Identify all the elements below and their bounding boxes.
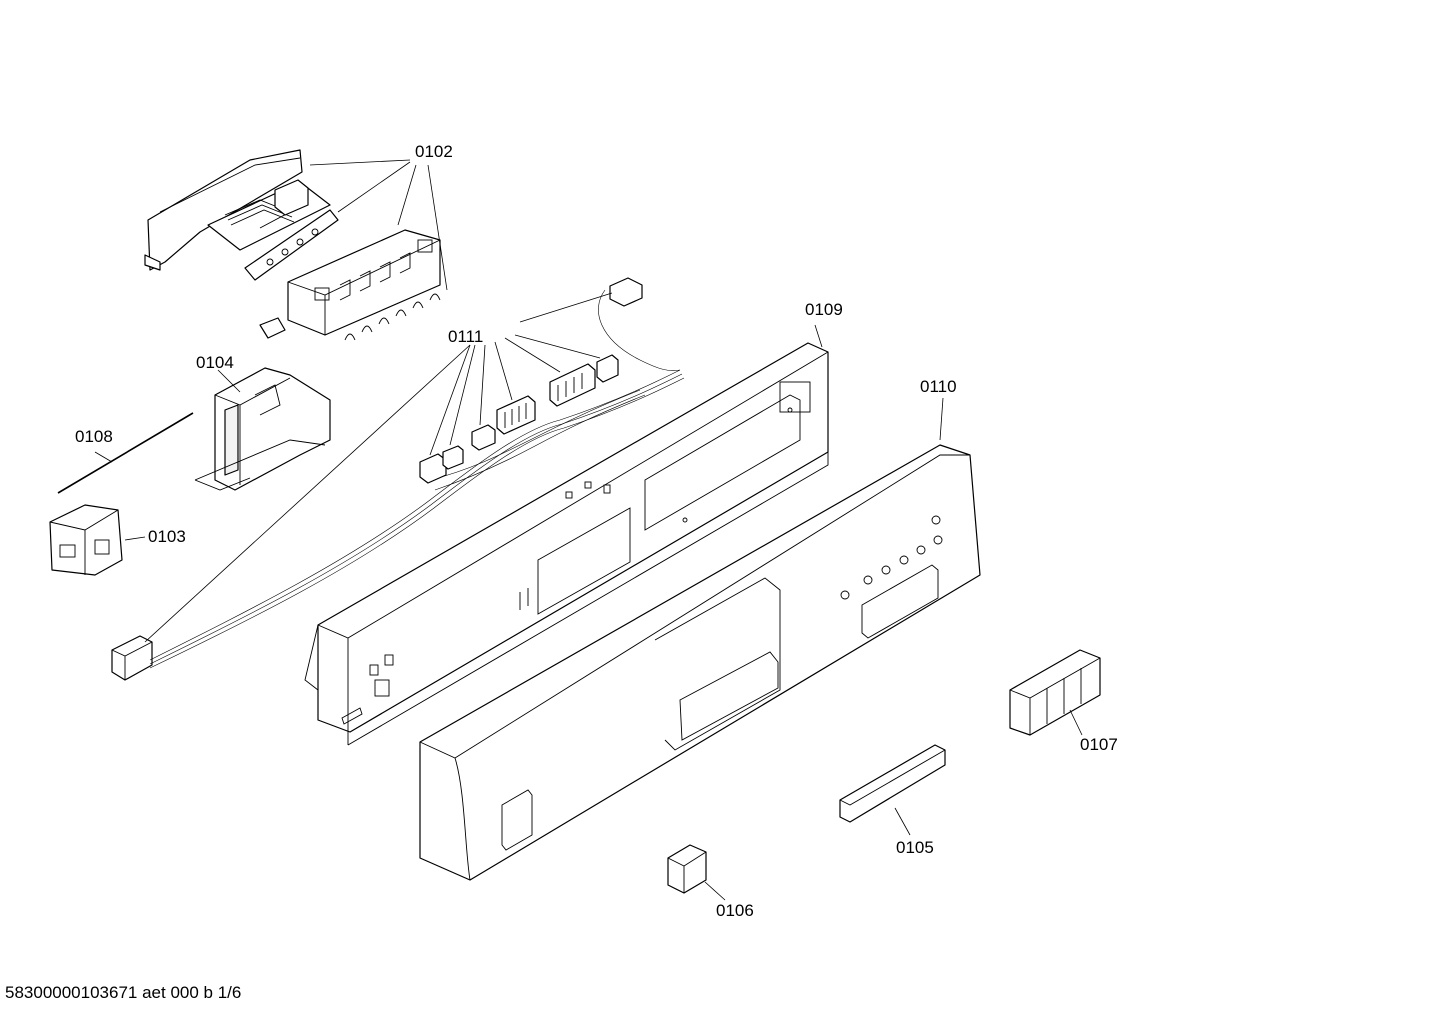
label-0105: 0105 [896,838,934,857]
part-0111-wiring-harness [111,277,685,681]
label-0109: 0109 [805,300,843,319]
label-0107: 0107 [1080,735,1118,754]
label-0110: 0110 [920,377,957,396]
part-0109-inner-panel [304,324,829,746]
part-0108-rod [57,412,194,494]
label-0106: 0106 [716,901,754,920]
part-0105-strip [839,744,946,836]
part-0106-knob [667,844,726,901]
label-0111: 0111 [448,327,483,346]
part-0102-control-module [144,149,448,341]
label-0102: 0102 [415,142,453,161]
label-0108: 0108 [75,427,113,446]
part-0107-button-block [1009,649,1101,736]
label-0103: 0103 [148,527,186,546]
part-0110-front-panel [419,397,981,881]
part-0103-switch [49,504,146,576]
label-0104: 0104 [196,353,234,372]
document-id: 58300000103671 aet 000 b 1/6 [5,983,241,1002]
part-0104-bracket [194,367,331,491]
